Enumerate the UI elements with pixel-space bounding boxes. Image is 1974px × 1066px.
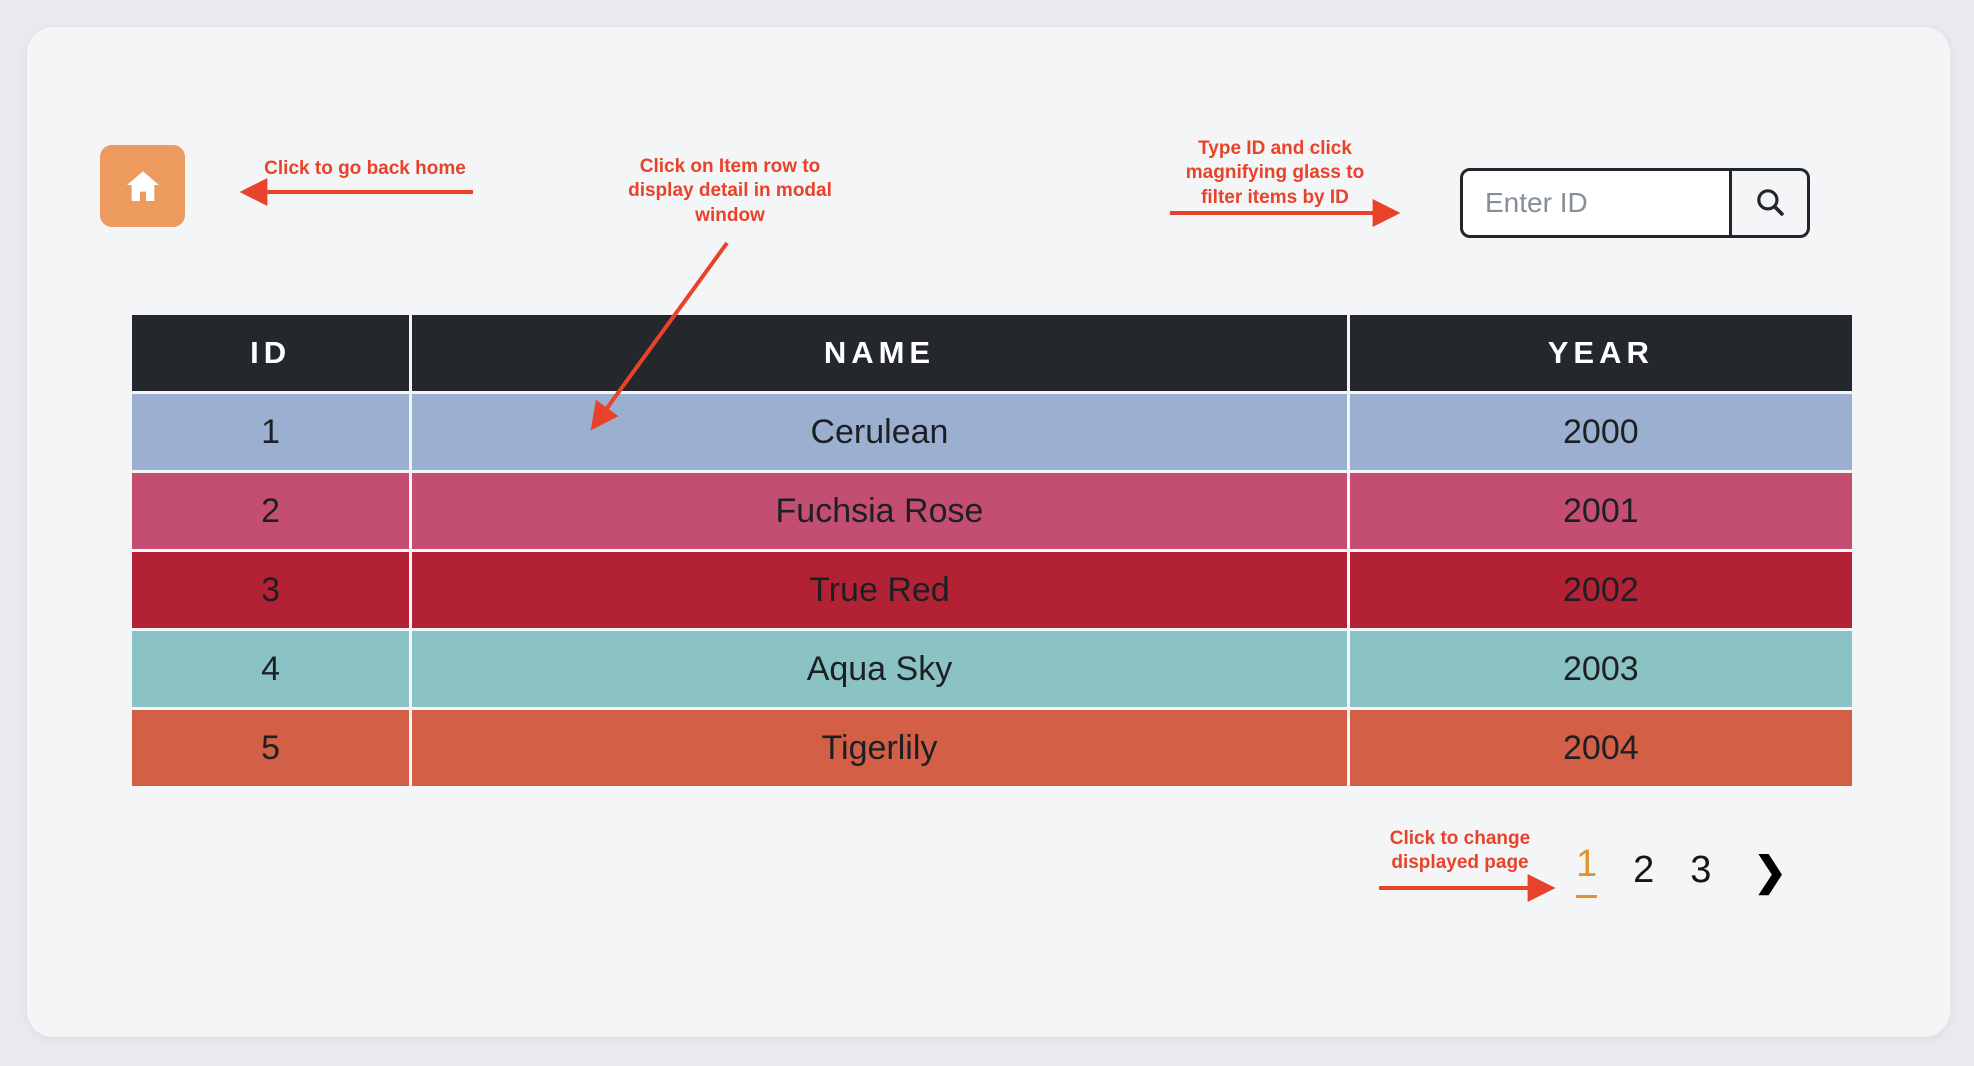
cell-id[interactable]: 2 (132, 473, 410, 549)
table-header-row: ID NAME YEAR (132, 315, 1852, 391)
page-link-3[interactable]: 3 (1690, 848, 1712, 891)
page-link-2[interactable]: 2 (1633, 848, 1655, 891)
page-link-1[interactable]: 1 (1576, 845, 1598, 898)
column-header-id[interactable]: ID (132, 315, 410, 391)
cell-name[interactable]: True Red (412, 552, 1347, 628)
cell-name[interactable]: Tigerlily (412, 710, 1347, 786)
cell-name[interactable]: Aqua Sky (412, 631, 1347, 707)
cell-id[interactable]: 3 (132, 552, 410, 628)
cell-year[interactable]: 2004 (1349, 710, 1852, 786)
cell-year[interactable]: 2001 (1349, 473, 1852, 549)
search-icon (1753, 185, 1787, 222)
search-group (1460, 168, 1810, 238)
cell-name[interactable]: Fuchsia Rose (412, 473, 1347, 549)
cell-year[interactable]: 2003 (1349, 631, 1852, 707)
search-input[interactable] (1460, 168, 1732, 238)
cell-year[interactable]: 2002 (1349, 552, 1852, 628)
cell-id[interactable]: 5 (132, 710, 410, 786)
search-button[interactable] (1732, 168, 1810, 238)
cell-id[interactable]: 4 (132, 631, 410, 707)
cell-name[interactable]: Cerulean (412, 394, 1347, 470)
home-button[interactable] (100, 145, 185, 227)
column-header-name[interactable]: NAME (412, 315, 1347, 391)
cell-year[interactable]: 2000 (1349, 394, 1852, 470)
cell-id[interactable]: 1 (132, 394, 410, 470)
home-icon (121, 166, 165, 206)
table-header: ID NAME YEAR (132, 315, 1852, 391)
chevron-right-icon[interactable]: ❯ (1753, 849, 1787, 894)
pagination: 1 2 3 ❯ (1576, 845, 1787, 898)
column-header-year[interactable]: YEAR (1349, 315, 1852, 391)
